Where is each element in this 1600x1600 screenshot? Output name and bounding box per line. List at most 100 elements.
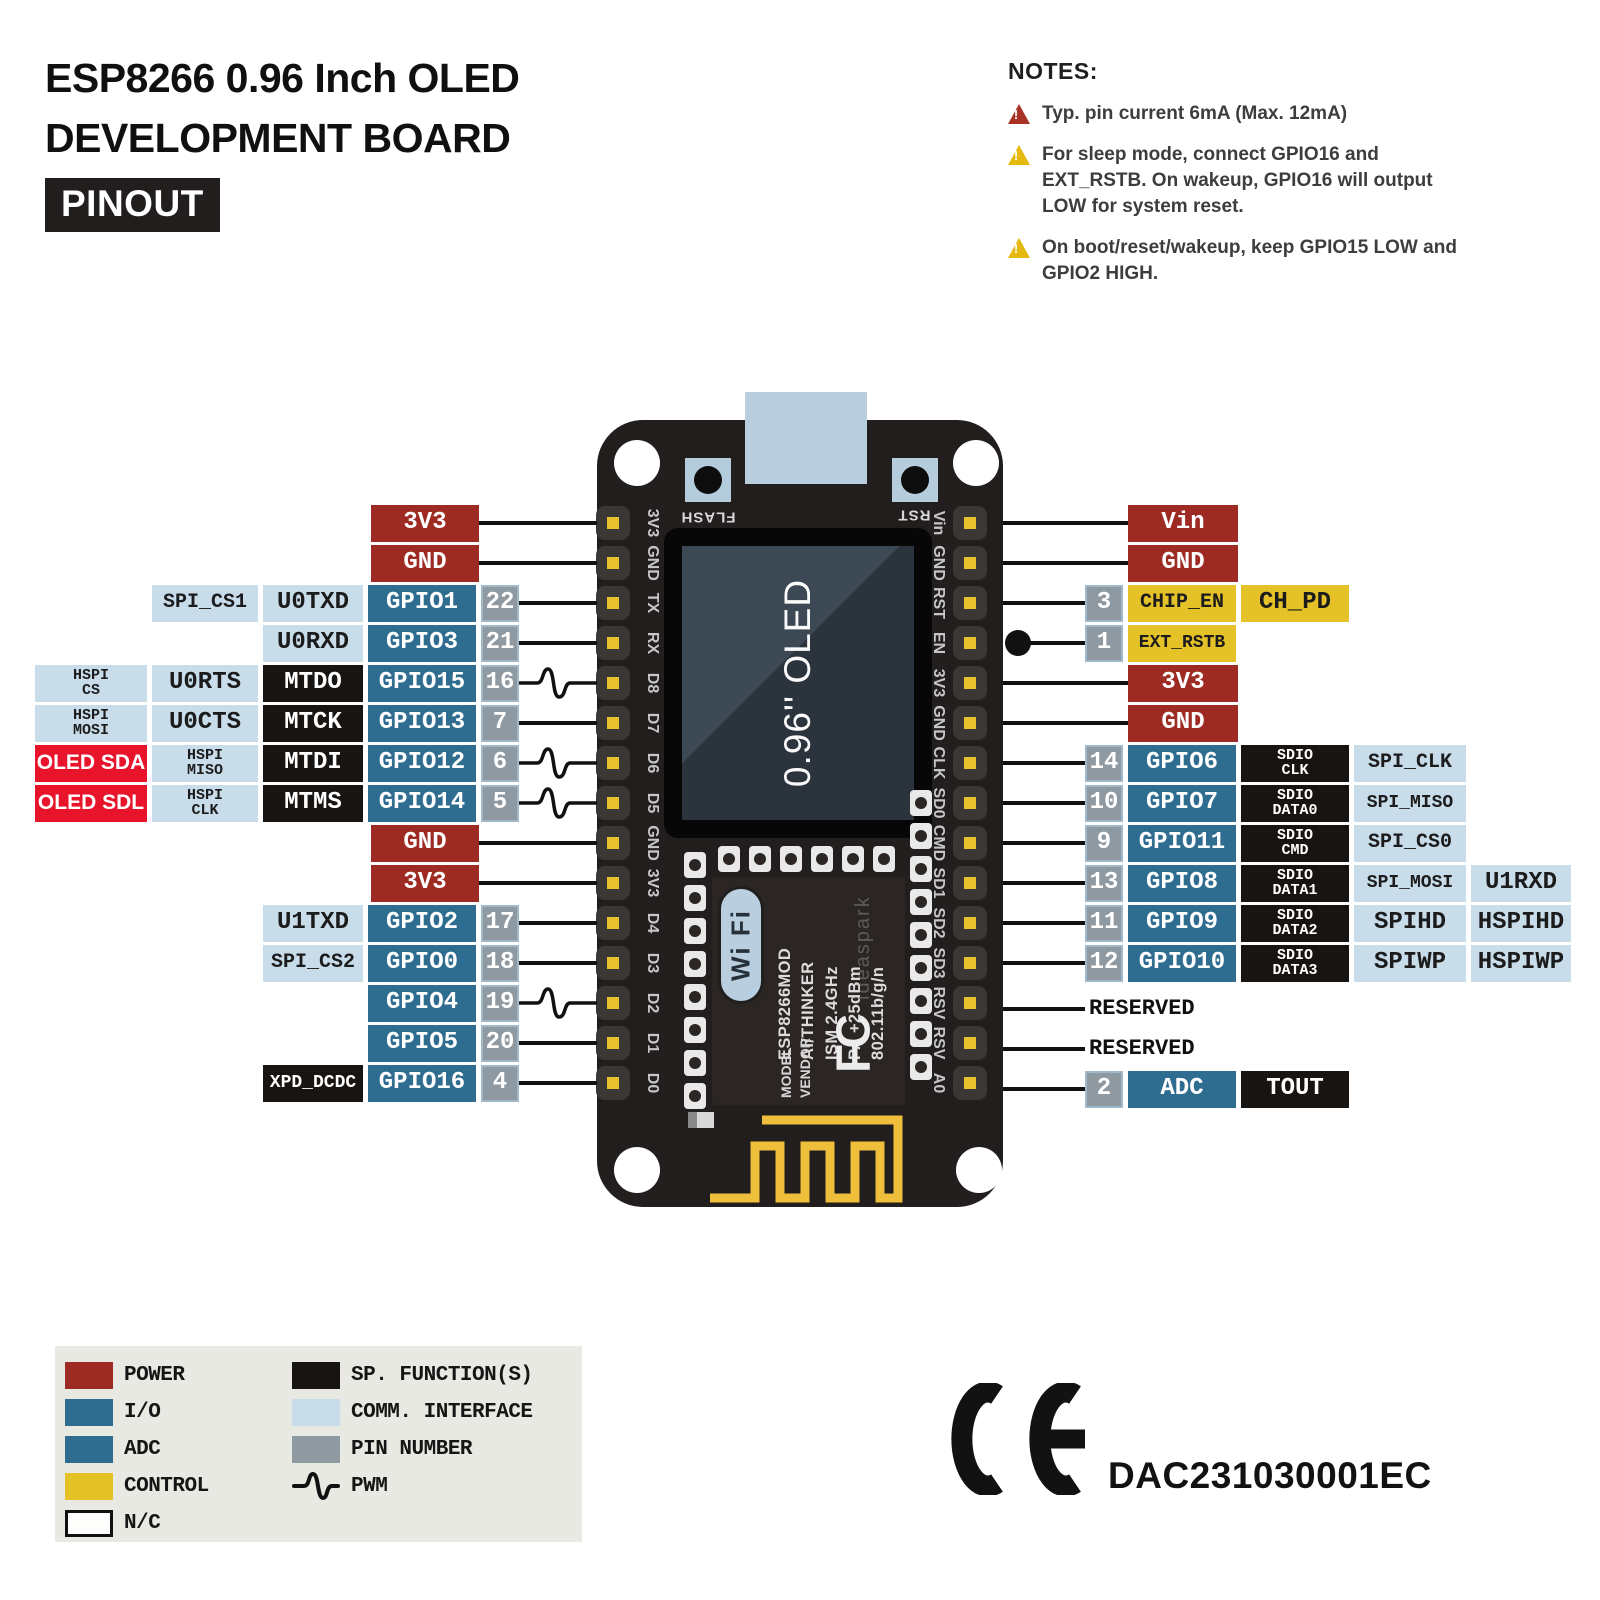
pin-cell-gpio3: GPIO3 xyxy=(368,624,476,662)
castellation-pad xyxy=(910,1021,932,1047)
pin-cell-gnd: GND xyxy=(371,824,479,862)
pin-pad xyxy=(596,586,630,620)
pin-cell-xpd-dcdc: XPD_DCDC xyxy=(263,1064,363,1102)
pin-cell-oled-sda: OLED SDA xyxy=(35,744,147,782)
pin-cell-13: 13 xyxy=(1085,864,1123,902)
pin-cell-sdio-data3: SDIO DATA3 xyxy=(1241,944,1349,982)
legend-swatch-comm xyxy=(292,1398,340,1426)
junction-wire xyxy=(1005,630,1085,656)
flash-button xyxy=(685,458,731,502)
pin-cell-oled-sdl: OLED SDL xyxy=(35,784,147,822)
pin-pad xyxy=(596,826,630,860)
pin-pad xyxy=(596,546,630,580)
pin-pad xyxy=(596,786,630,820)
pin-wire xyxy=(519,1081,597,1085)
note-item: For sleep mode, connect GPIO16 and EXT_R… xyxy=(1005,142,1478,220)
castellation-pad xyxy=(684,1017,706,1043)
pin-cell-spi-miso: SPI_MISO xyxy=(1354,784,1466,822)
pin-cell-3: 3 xyxy=(1085,584,1123,622)
pin-wire xyxy=(519,1041,597,1045)
pin-pad xyxy=(953,866,987,900)
legend-label-n-c: N/C xyxy=(124,1511,161,1535)
castellation-pad xyxy=(910,790,932,816)
pin-pad xyxy=(953,906,987,940)
pin-wire xyxy=(1003,961,1085,965)
pin-pad xyxy=(953,546,987,580)
pin-pad xyxy=(596,1066,630,1100)
wifi-logo xyxy=(718,886,764,1004)
pin-row: 3V3 xyxy=(0,503,597,543)
board-pin-label-d6-left: D6 xyxy=(644,752,661,774)
pin-cell-gpio15: GPIO15 xyxy=(368,664,476,702)
pin-pad xyxy=(953,786,987,820)
pin-cell-spi-cs0: SPI_CS0 xyxy=(1354,824,1466,862)
castellation-pad xyxy=(910,988,932,1014)
legend-item: N/C xyxy=(65,1505,209,1541)
pin-cell-hspihd: HSPIHD xyxy=(1471,904,1571,942)
page-title: ESP8266 0.96 Inch OLED DEVELOPMENT BOARD xyxy=(45,48,520,168)
pin-wire xyxy=(1003,761,1085,765)
pin-row: GND xyxy=(0,823,597,863)
pin-pad xyxy=(596,626,630,660)
pin-wire xyxy=(1003,561,1128,565)
pin-cell-u0rts: U0RTS xyxy=(152,664,258,702)
pin-wire xyxy=(479,561,597,565)
pin-row: RESERVED xyxy=(1003,1029,1600,1069)
watermark: ideaspark xyxy=(852,895,874,1000)
pin-cell-21: 21 xyxy=(481,624,519,662)
pin-cell-gpio14: GPIO14 xyxy=(368,784,476,822)
pin-wire xyxy=(1003,1087,1085,1091)
pin-cell-gpio7: GPIO7 xyxy=(1128,784,1236,822)
board-pin-label-3v3-left: 3V3 xyxy=(644,508,661,538)
legend-swatch-pin xyxy=(292,1435,340,1463)
pin-cell-spi-cs1: SPI_CS1 xyxy=(152,584,258,622)
castellation-pad xyxy=(684,1050,706,1076)
legend-label-comm-interface: COMM. INTERFACE xyxy=(351,1400,533,1424)
pin-cell-sdio-data2: SDIO DATA2 xyxy=(1241,904,1349,942)
pin-cell-11: 11 xyxy=(1085,904,1123,942)
pwm-symbol-icon xyxy=(292,1471,340,1501)
pwm-wire xyxy=(519,667,597,699)
legend-swatch-io xyxy=(65,1398,113,1426)
pin-cell-gpio11: GPIO11 xyxy=(1128,824,1236,862)
pin-cell-mtdi: MTDI xyxy=(263,744,363,782)
pwm-wire xyxy=(519,987,597,1019)
castellation-pad xyxy=(718,846,740,872)
pin-wire xyxy=(479,521,597,525)
castellation-pad xyxy=(811,846,833,872)
module-model-label: MODEL xyxy=(778,1047,794,1098)
pin-wire xyxy=(519,721,597,725)
pin-row: RESERVED xyxy=(1003,989,1600,1029)
board-pin-label-tx-left: TX xyxy=(644,592,661,614)
pin-cell-gnd: GND xyxy=(1128,704,1238,742)
pin-cell-ext-rstb: EXT_RSTB xyxy=(1128,624,1236,662)
pin-wire xyxy=(1003,721,1128,725)
castellation-pad xyxy=(910,1054,932,1080)
pin-pad xyxy=(953,946,987,980)
castellation-pad xyxy=(842,846,864,872)
board-pin-label-gnd-left: GND xyxy=(644,825,661,861)
pin-cell-1: 1 xyxy=(1085,624,1123,662)
castellation-pad xyxy=(684,852,706,878)
pin-pad xyxy=(596,986,630,1020)
pin-wire xyxy=(1003,841,1085,845)
flash-button-label: FLASH xyxy=(680,508,736,526)
pin-cell-20: 20 xyxy=(481,1024,519,1062)
pin-cell-tout: TOUT xyxy=(1241,1070,1349,1108)
pin-cell-gpio4: GPIO4 xyxy=(368,984,476,1022)
pin-pad xyxy=(953,586,987,620)
board-pin-label-vin-right: Vin xyxy=(930,510,947,536)
notes-heading: NOTES: xyxy=(1008,58,1098,84)
castellation-pad xyxy=(910,889,932,915)
castellation-pad xyxy=(910,955,932,981)
pin-wire xyxy=(519,641,597,645)
